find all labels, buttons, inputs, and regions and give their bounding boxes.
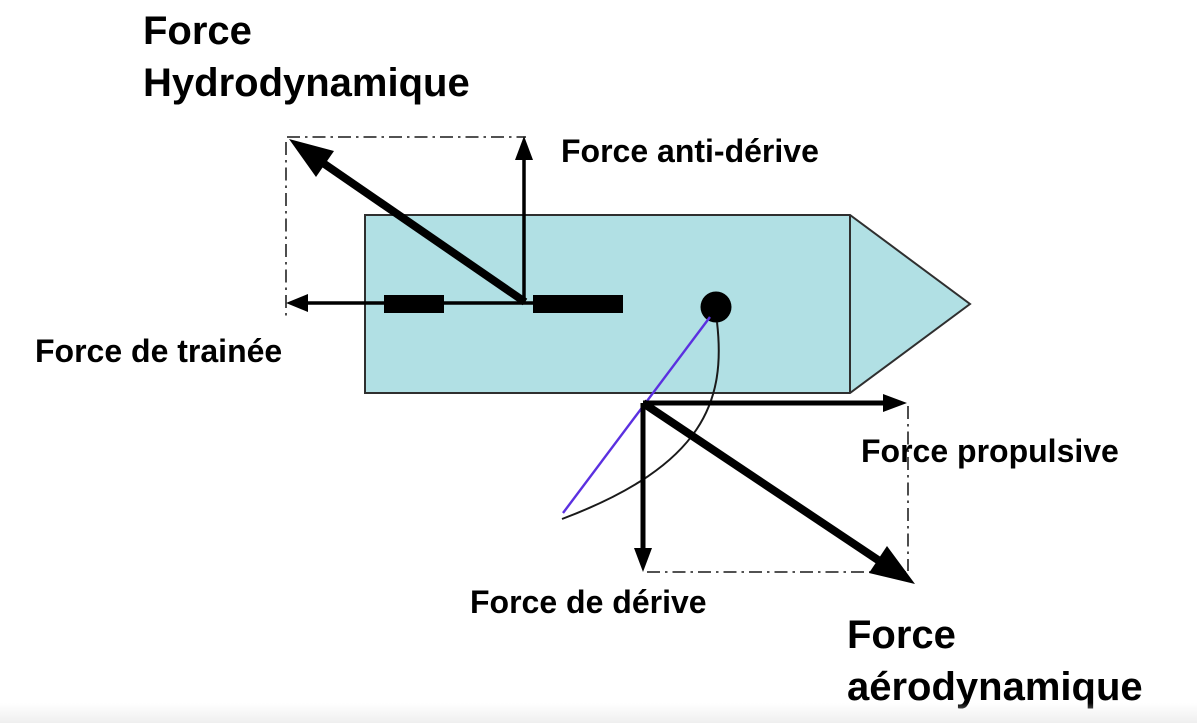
aerodynamic-force-shaft [640,399,881,564]
sail-chord-line [562,316,711,514]
aerodynamic-force-arrow [640,399,915,584]
force-de-derive-label: Force de dérive [470,584,707,620]
drift-force-arrowhead [634,548,652,572]
mast-dot [700,291,732,323]
force-aerodynamique-label-line2: aérodynamique [847,665,1143,709]
drift-force-arrow [634,403,652,572]
force-aerodynamique-label-line1: Force [847,613,956,657]
drag-force-arrowhead [286,294,308,312]
boat-hull-group [364,214,972,394]
anti-drift-force-arrowhead [515,136,533,160]
aerodynamic-force-arrowhead [869,546,915,584]
force-hydrodynamique-label-line2: Hydrodynamique [143,61,470,105]
force-de-trainee-label: Force de trainée [35,333,282,369]
hydrodynamic-force-arrowhead [289,139,334,177]
drag-force-arrow [286,294,533,312]
force-anti-derive-label: Force anti-dérive [561,133,819,169]
propulsive-force-arrowhead [883,394,907,412]
daggerboard-bar [533,295,623,313]
sail-curve [561,321,720,520]
sail-group [561,291,732,520]
anti-drift-force-arrow [515,136,533,303]
force-hydrodynamique-label-line1: Force [143,9,252,53]
hydro-construction-lines [285,136,526,316]
hydrodynamic-force-arrow [289,139,528,306]
boat-hull [364,214,972,394]
hydrodynamic-force-shaft [320,159,528,306]
aero-construction-lines [647,406,909,573]
propulsive-force-arrow [643,394,907,412]
force-propulsive-label: Force propulsive [861,433,1119,469]
